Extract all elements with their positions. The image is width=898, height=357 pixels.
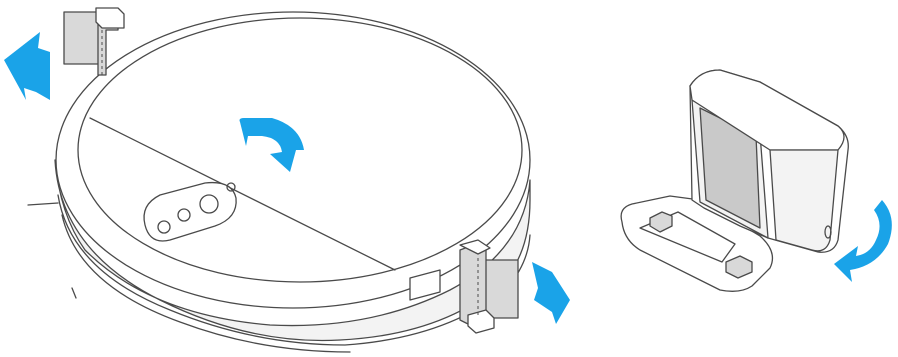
side-brush-2 (72, 288, 76, 298)
left-tape-pull-arrow-icon (4, 32, 50, 100)
charging-dock (621, 70, 848, 291)
dock-tower-right-face (770, 150, 838, 251)
right-tape-clip-bottom (468, 310, 494, 333)
left-tape-clip-top (96, 8, 124, 28)
side-brush (28, 203, 58, 205)
dock-rotate-arrow-icon (834, 200, 892, 282)
right-tape-pull-arrow-icon (532, 262, 570, 324)
